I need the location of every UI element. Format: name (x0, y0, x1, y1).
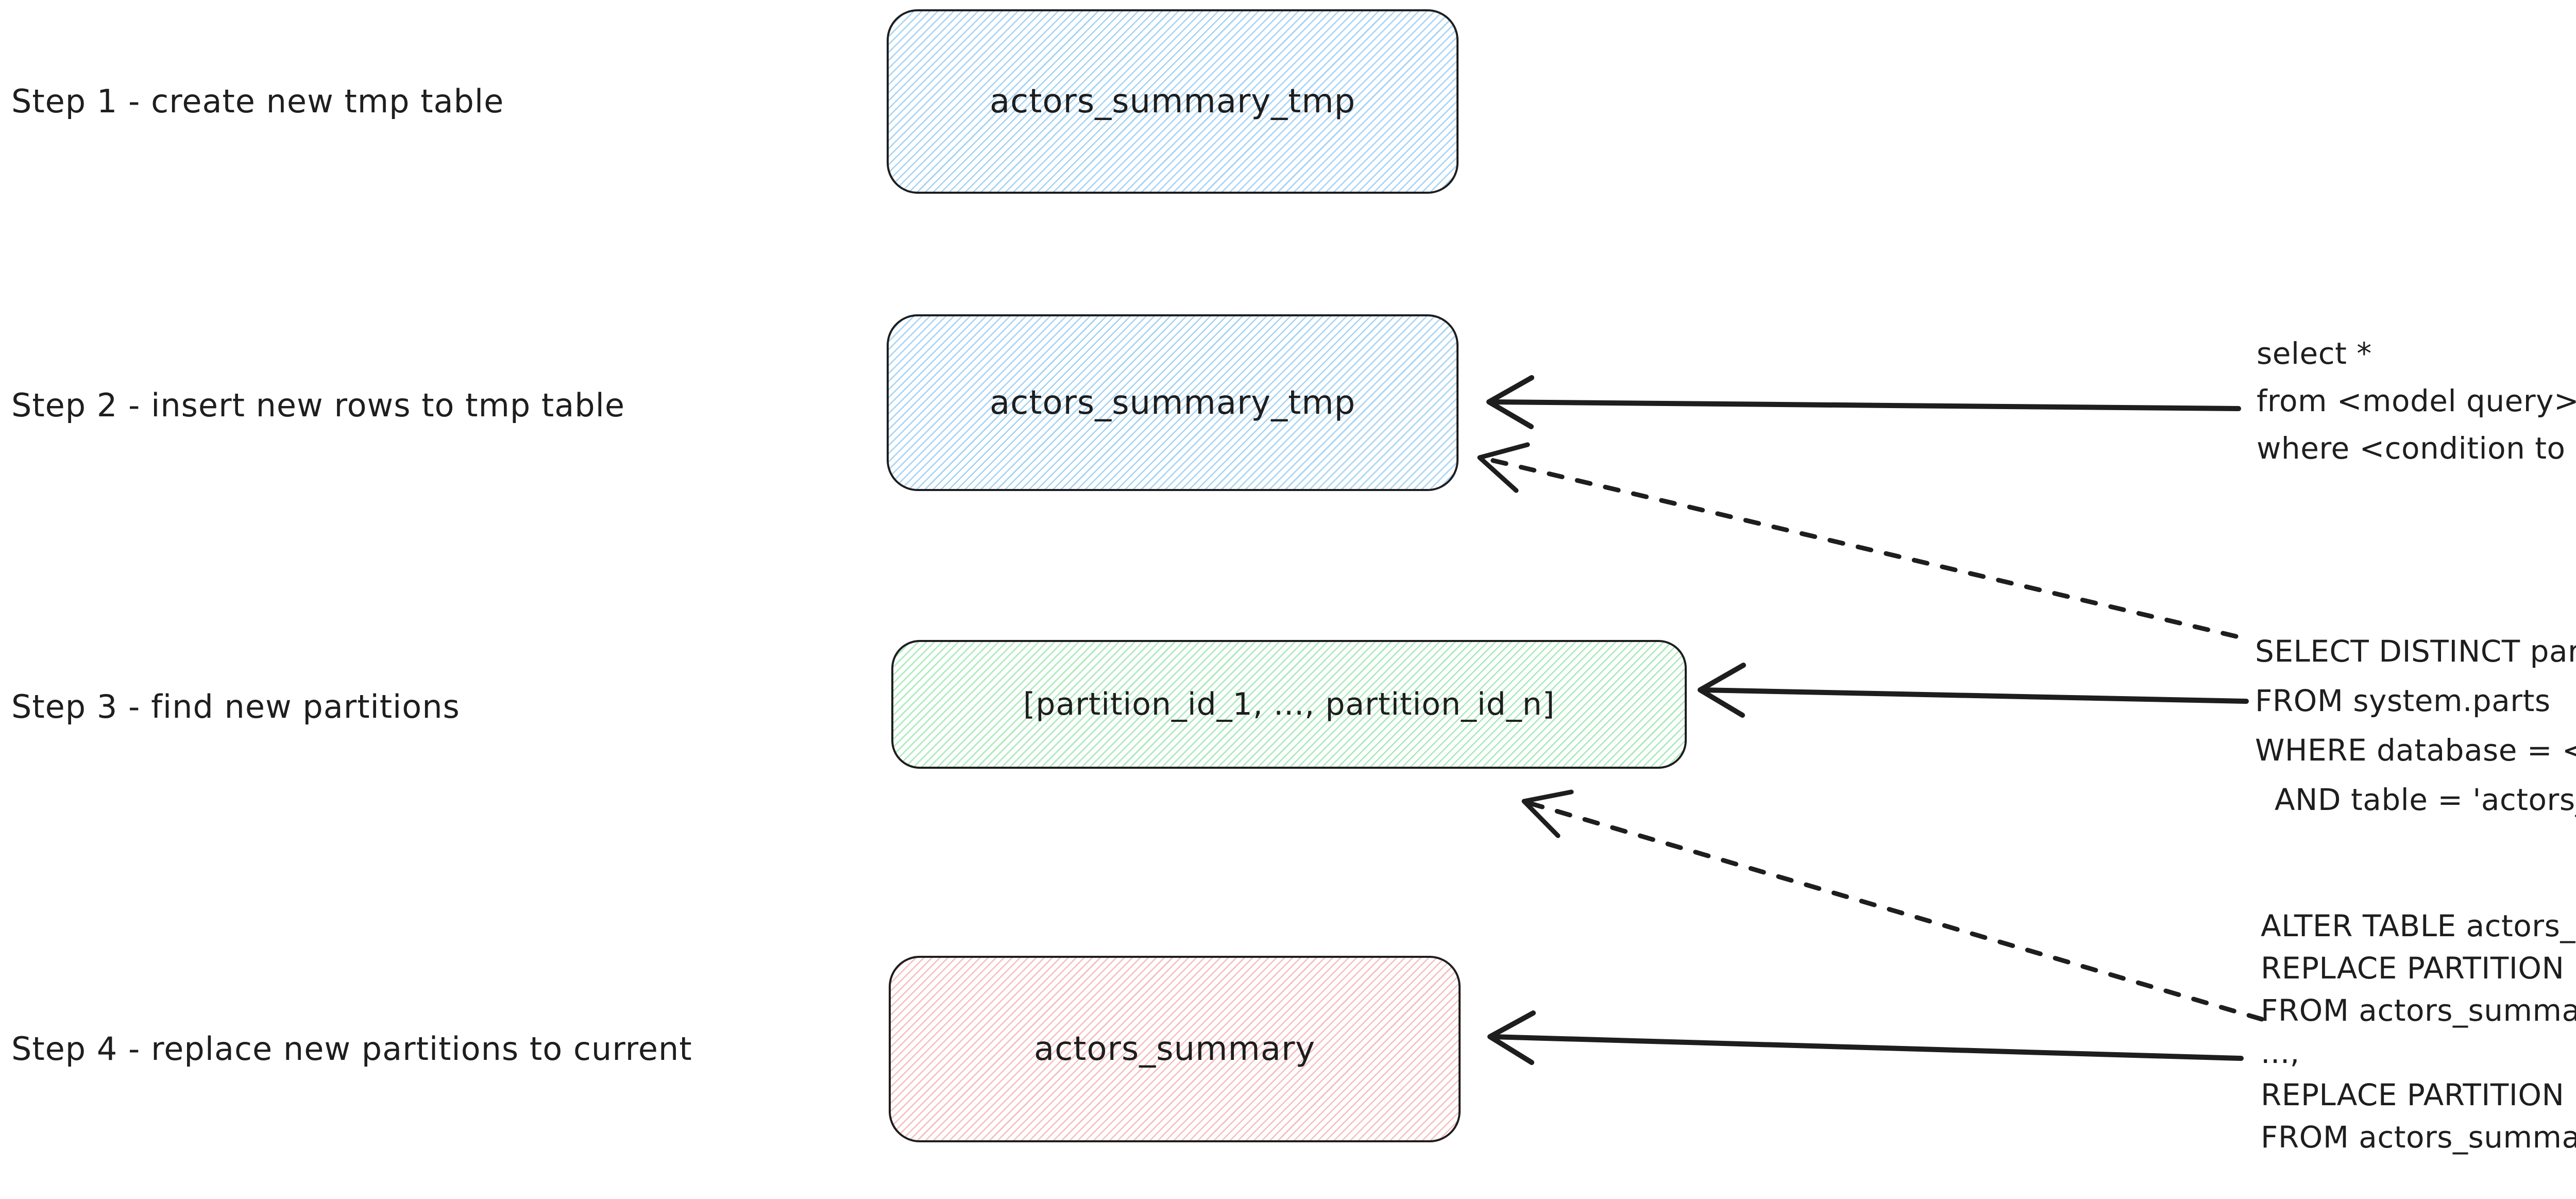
step4-label: Step 4 - replace new partitions to curre… (11, 1030, 692, 1068)
step2-code-select-query: select * from <model query> where <condi… (2257, 336, 2576, 466)
step3-code-select-distinct-query: SELECT DISTINCT partition_id FROM system… (2255, 634, 2576, 817)
step2-node-text: actors_summary_tmp (989, 383, 1356, 422)
step4-code-alter-table-query: ALTER TABLE actors_summary REPLACE PARTI… (2261, 908, 2576, 1155)
step3-node-partition-list: [partition_id_1, ..., partition_id_n] (891, 640, 1687, 769)
arrow-step3-code-to-step3-node (1698, 663, 2249, 718)
arrow-step4-code-to-step3-node-dashed (1521, 789, 2264, 1022)
arrow-step4-code-to-step4-node (1487, 1010, 2244, 1065)
step4-node-actors-summary: actors_summary (889, 956, 1461, 1142)
step2-node-actors-summary-tmp: actors_summary_tmp (887, 314, 1459, 491)
arrow-step2-code-to-step2-node (1486, 375, 2241, 429)
step1-label: Step 1 - create new tmp table (11, 82, 504, 120)
step1-node-text: actors_summary_tmp (989, 82, 1356, 121)
step3-label: Step 3 - find new partitions (11, 688, 460, 725)
step2-label: Step 2 - insert new rows to tmp table (11, 386, 625, 424)
step1-node-actors-summary-tmp: actors_summary_tmp (887, 9, 1459, 194)
arrow-step3-code-to-step2-node-dashed (1477, 442, 2239, 639)
step3-node-text: [partition_id_1, ..., partition_id_n] (1023, 686, 1555, 722)
step4-node-text: actors_summary (1033, 1030, 1316, 1068)
